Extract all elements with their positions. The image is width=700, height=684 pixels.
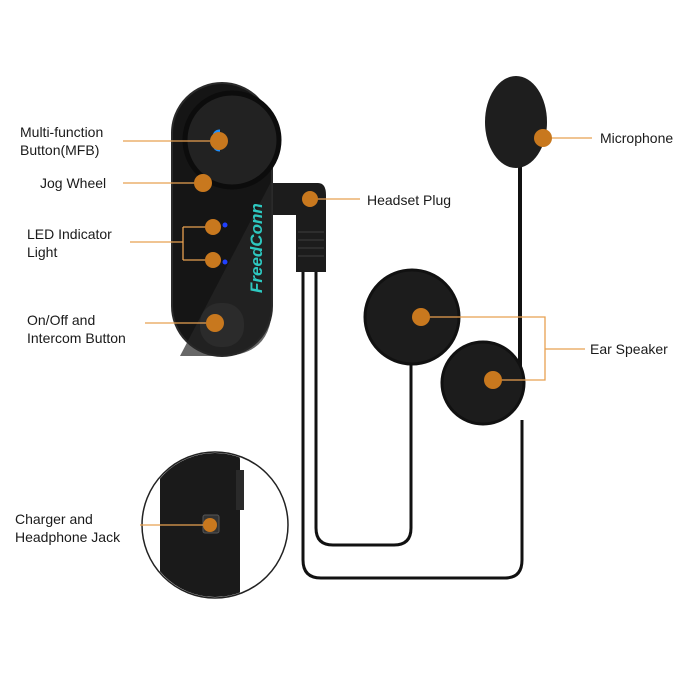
led-light-1	[222, 222, 228, 228]
multi-function-button	[182, 90, 282, 190]
device-glare	[180, 180, 272, 356]
callout-lines	[123, 137, 592, 526]
label-charger-line1: Charger and	[15, 511, 93, 527]
cables	[301, 160, 524, 580]
brand-logo: FreedConn	[247, 203, 266, 293]
label-charger-line2: Headphone Jack	[15, 529, 121, 545]
label-headset-plug: Headset Plug	[367, 192, 452, 208]
headset-plug	[272, 183, 326, 272]
label-mfb: Multi-function Button(MFB)	[20, 123, 103, 159]
callout-dots	[194, 129, 552, 532]
microphone-foam	[485, 76, 547, 168]
label-ear-speaker: Ear Speaker	[590, 341, 668, 357]
label-charger: Charger and Headphone Jack	[15, 510, 120, 546]
label-led: LED Indicator Light	[27, 225, 112, 261]
led-light-2	[222, 259, 228, 265]
plug-grip	[298, 231, 324, 257]
label-led-line2: Light	[27, 244, 58, 260]
label-led-line1: LED Indicator	[27, 226, 112, 242]
label-mfb-line2: Button(MFB)	[20, 142, 100, 158]
label-on-off-line2: Intercom Button	[27, 330, 126, 346]
label-jog-wheel: Jog Wheel	[40, 175, 107, 191]
label-microphone: Microphone	[600, 130, 674, 146]
ear-speaker-2	[440, 340, 526, 426]
label-on-off: On/Off and Intercom Button	[27, 311, 126, 347]
label-on-off-line1: On/Off and	[27, 312, 96, 328]
label-mfb-line1: Multi-function	[20, 124, 104, 140]
